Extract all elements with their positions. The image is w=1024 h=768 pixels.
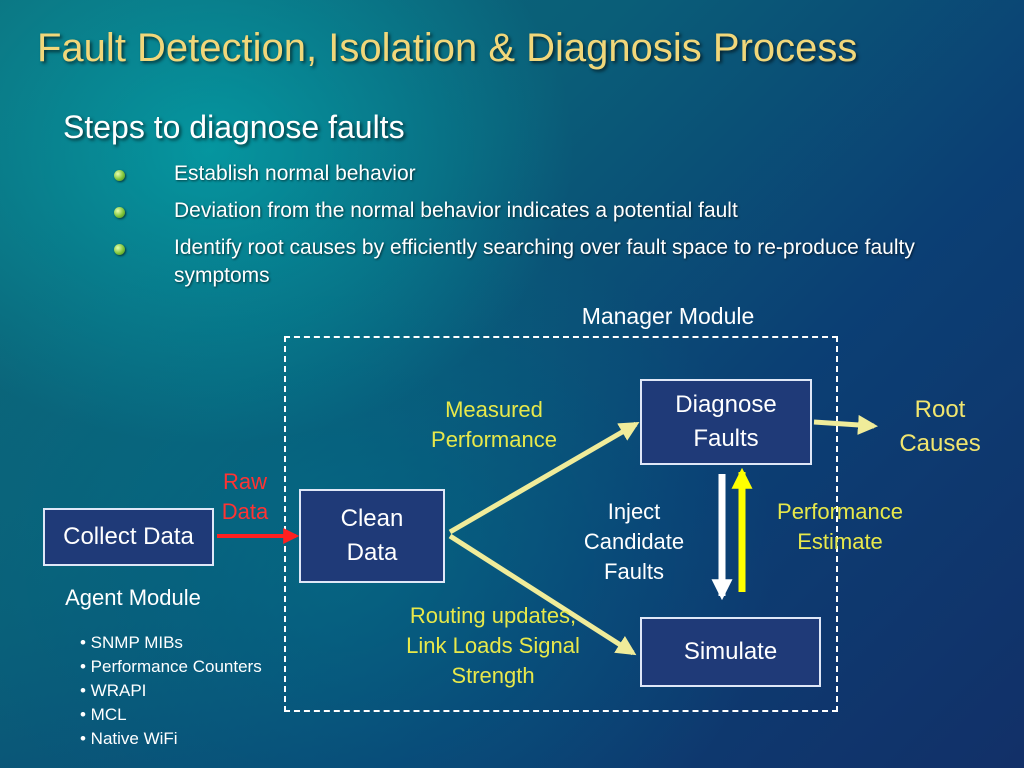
list-item: • Native WiFi [80, 729, 178, 748]
list-item: • MCL [80, 705, 127, 724]
list-item: • SNMP MIBs [80, 633, 183, 652]
arrow-root-causes [813, 414, 878, 435]
bullet-text: Deviation from the normal behavior indic… [174, 199, 738, 222]
bullet-dot-icon [114, 207, 125, 218]
bullet-item: Identify root causes by efficiently sear… [112, 234, 932, 290]
bullet-text: Establish normal behavior [174, 162, 416, 185]
slide-subtitle: Steps to diagnose faults [63, 109, 405, 145]
root-causes-label: Root Causes [899, 396, 981, 457]
collect-data-box: Collect Data [43, 508, 214, 566]
bullet-list: Establish normal behavior Deviation from… [112, 160, 932, 299]
arrow-measured-performance [448, 421, 640, 535]
agent-module-label: Agent Module [65, 585, 201, 610]
simulate-box: Simulate [640, 617, 821, 687]
bullet-dot-icon [114, 244, 125, 255]
performance-estimate-label: Performance Estimate [777, 499, 903, 554]
manager-module-label: Manager Module [581, 303, 755, 329]
raw-data-label: Raw Data [221, 469, 269, 524]
agent-data-source-list: • SNMP MIBs • Performance Counters • WRA… [80, 631, 262, 751]
bullet-item: Deviation from the normal behavior indic… [112, 197, 932, 225]
list-item: • WRAPI [80, 681, 147, 700]
arrow-routing-updates [448, 533, 637, 656]
inject-candidate-faults-label: Inject Candidate Faults [583, 499, 685, 584]
clean-data-box: Clean Data [299, 489, 445, 583]
manager-module-boundary [284, 336, 838, 712]
bullet-dot-icon [114, 170, 125, 181]
bullet-item: Establish normal behavior [112, 160, 932, 188]
diagnose-faults-box: Diagnose Faults [640, 379, 812, 465]
bullet-text: Identify root causes by efficiently sear… [174, 236, 915, 287]
routing-updates-label: Routing updates, Link Loads Signal Stren… [406, 603, 580, 688]
slide-title: Fault Detection, Isolation & Diagnosis P… [37, 26, 858, 70]
list-item: • Performance Counters [80, 657, 262, 676]
measured-performance-label: Measured Performance [431, 397, 557, 452]
